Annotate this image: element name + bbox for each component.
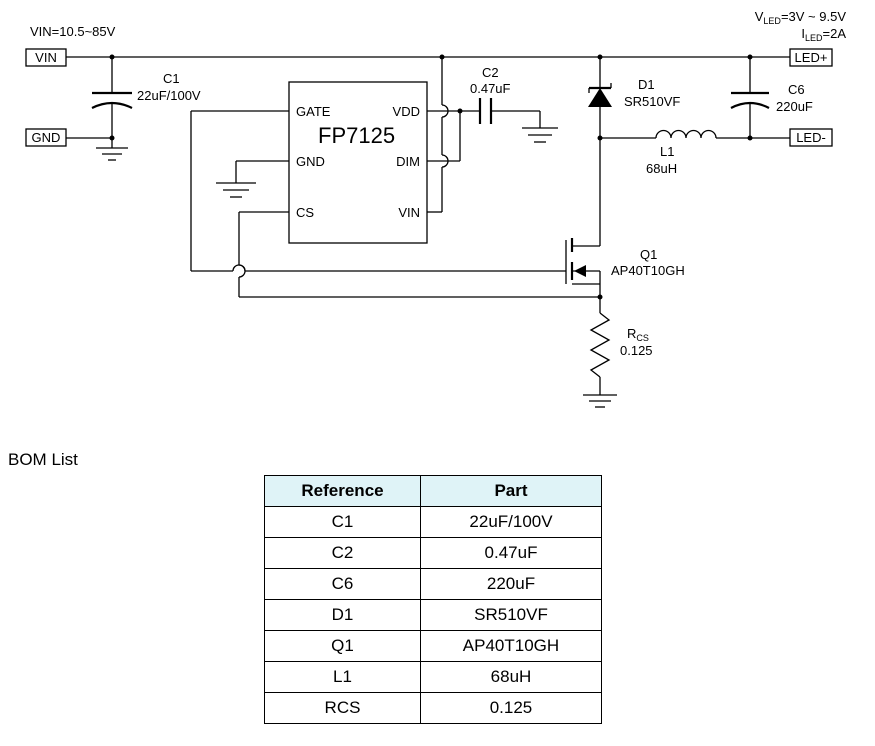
- vled-spec-label: VLED=3V ~ 9.5V: [755, 9, 847, 26]
- cell-reference: RCS: [264, 692, 421, 724]
- circuit-schematic: VIN=10.5~85V VLED=3V ~ 9.5V ILED=2A VIN …: [25, 9, 847, 408]
- cell-part: AP40T10GH: [420, 630, 602, 662]
- mosfet-q1: Q1 AP40T10GH: [565, 238, 685, 300]
- cell-reference: D1: [264, 599, 421, 631]
- capacitor-c1: C1 22uF/100V: [66, 57, 201, 161]
- ic-wiring: [190, 57, 600, 298]
- cell-reference: C1: [264, 506, 421, 538]
- svg-text:C1: C1: [163, 71, 180, 86]
- pin-gate: GATE: [296, 104, 331, 119]
- cell-reference: Q1: [264, 630, 421, 662]
- pin-gnd: GND: [296, 154, 325, 169]
- svg-text:L1: L1: [660, 144, 674, 159]
- bom-header-row: Reference Part: [264, 475, 602, 507]
- svg-text:VIN: VIN: [35, 50, 57, 65]
- svg-text:LED+: LED+: [795, 50, 828, 65]
- cell-reference: C6: [264, 568, 421, 600]
- capacitor-c6: C6 220uF: [730, 57, 813, 141]
- svg-text:GND: GND: [32, 130, 61, 145]
- iled-spec-label: ILED=2A: [801, 26, 846, 43]
- gnd-terminal: GND: [25, 128, 67, 147]
- vin-spec-label: VIN=10.5~85V: [30, 24, 116, 39]
- cell-reference: C2: [264, 537, 421, 569]
- pin-vin: VIN: [398, 205, 420, 220]
- ic-name: FP7125: [318, 123, 395, 148]
- pin-cs: CS: [296, 205, 314, 220]
- cell-part: 22uF/100V: [420, 506, 602, 538]
- svg-text:68uH: 68uH: [646, 161, 677, 176]
- resistor-rcs: RCS 0.125: [583, 297, 653, 408]
- led-minus-terminal: LED-: [789, 128, 833, 147]
- led-plus-terminal: LED+: [789, 48, 833, 67]
- vin-terminal: VIN: [25, 48, 67, 67]
- svg-text:C2: C2: [482, 65, 499, 80]
- pin-dim: DIM: [396, 154, 420, 169]
- svg-text:SR510VF: SR510VF: [624, 94, 680, 109]
- svg-text:0.47uF: 0.47uF: [470, 81, 511, 96]
- cell-part: 68uH: [420, 661, 602, 693]
- svg-text:0.125: 0.125: [620, 343, 653, 358]
- svg-text:22uF/100V: 22uF/100V: [137, 88, 201, 103]
- svg-text:RCS: RCS: [627, 326, 649, 343]
- svg-text:Q1: Q1: [640, 247, 657, 262]
- cell-part: 0.47uF: [420, 537, 602, 569]
- cell-reference: L1: [264, 661, 421, 693]
- pin-vdd: VDD: [393, 104, 420, 119]
- svg-text:220uF: 220uF: [776, 99, 813, 114]
- svg-text:C6: C6: [788, 82, 805, 97]
- diode-d1: D1 SR510VF: [588, 57, 680, 246]
- cell-part: 220uF: [420, 568, 602, 600]
- ic-fp7125: FP7125 GATE GND CS VDD DIM VIN: [288, 81, 428, 244]
- column-header-part: Part: [420, 475, 602, 507]
- svg-text:AP40T10GH: AP40T10GH: [611, 263, 685, 278]
- svg-text:D1: D1: [638, 77, 655, 92]
- capacitor-c2: C2 0.47uF: [470, 65, 558, 143]
- inductor-l1: L1 68uH: [600, 129, 790, 176]
- vin-rail: [66, 54, 790, 60]
- bom-title: BOM List: [8, 450, 78, 469]
- svg-text:LED-: LED-: [796, 130, 826, 145]
- cell-part: SR510VF: [420, 599, 602, 631]
- cell-part: 0.125: [420, 692, 602, 724]
- column-header-reference: Reference: [264, 475, 421, 507]
